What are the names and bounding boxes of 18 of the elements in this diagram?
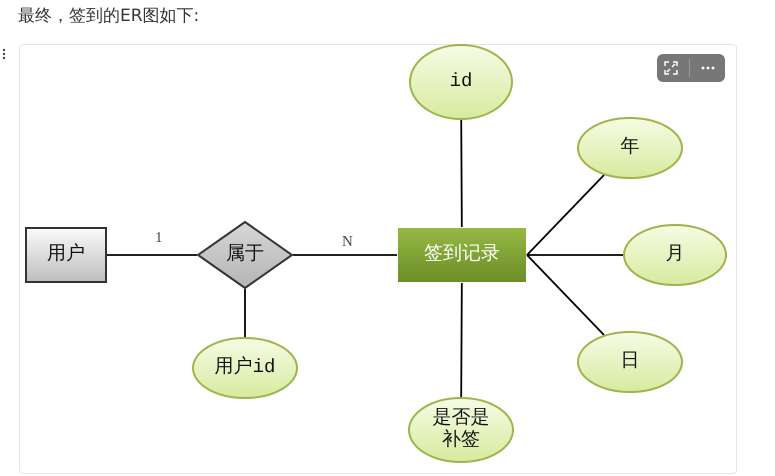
relationship-name: 属于: [226, 244, 264, 266]
connector-line: [460, 283, 463, 397]
attribute-name: 日: [620, 351, 640, 373]
connector-line: [460, 120, 463, 227]
connector-line: [527, 254, 623, 256]
heading: 最终，签到的ER图如下:: [18, 5, 200, 27]
attribute-name: id: [450, 71, 472, 93]
connector-line: [244, 289, 246, 337]
connector-line: [293, 254, 397, 256]
entity-name: 签到记录: [424, 244, 500, 266]
connector-line: [526, 174, 605, 256]
attribute-name: 月: [666, 244, 684, 266]
attribute-name: 是否是补签: [432, 408, 490, 452]
attribute-name: 年: [620, 137, 640, 159]
attribute-name: 用户id: [214, 357, 276, 379]
connector-line: [526, 254, 605, 336]
connector-line: [107, 254, 197, 256]
entity-name: 用户: [47, 244, 85, 266]
